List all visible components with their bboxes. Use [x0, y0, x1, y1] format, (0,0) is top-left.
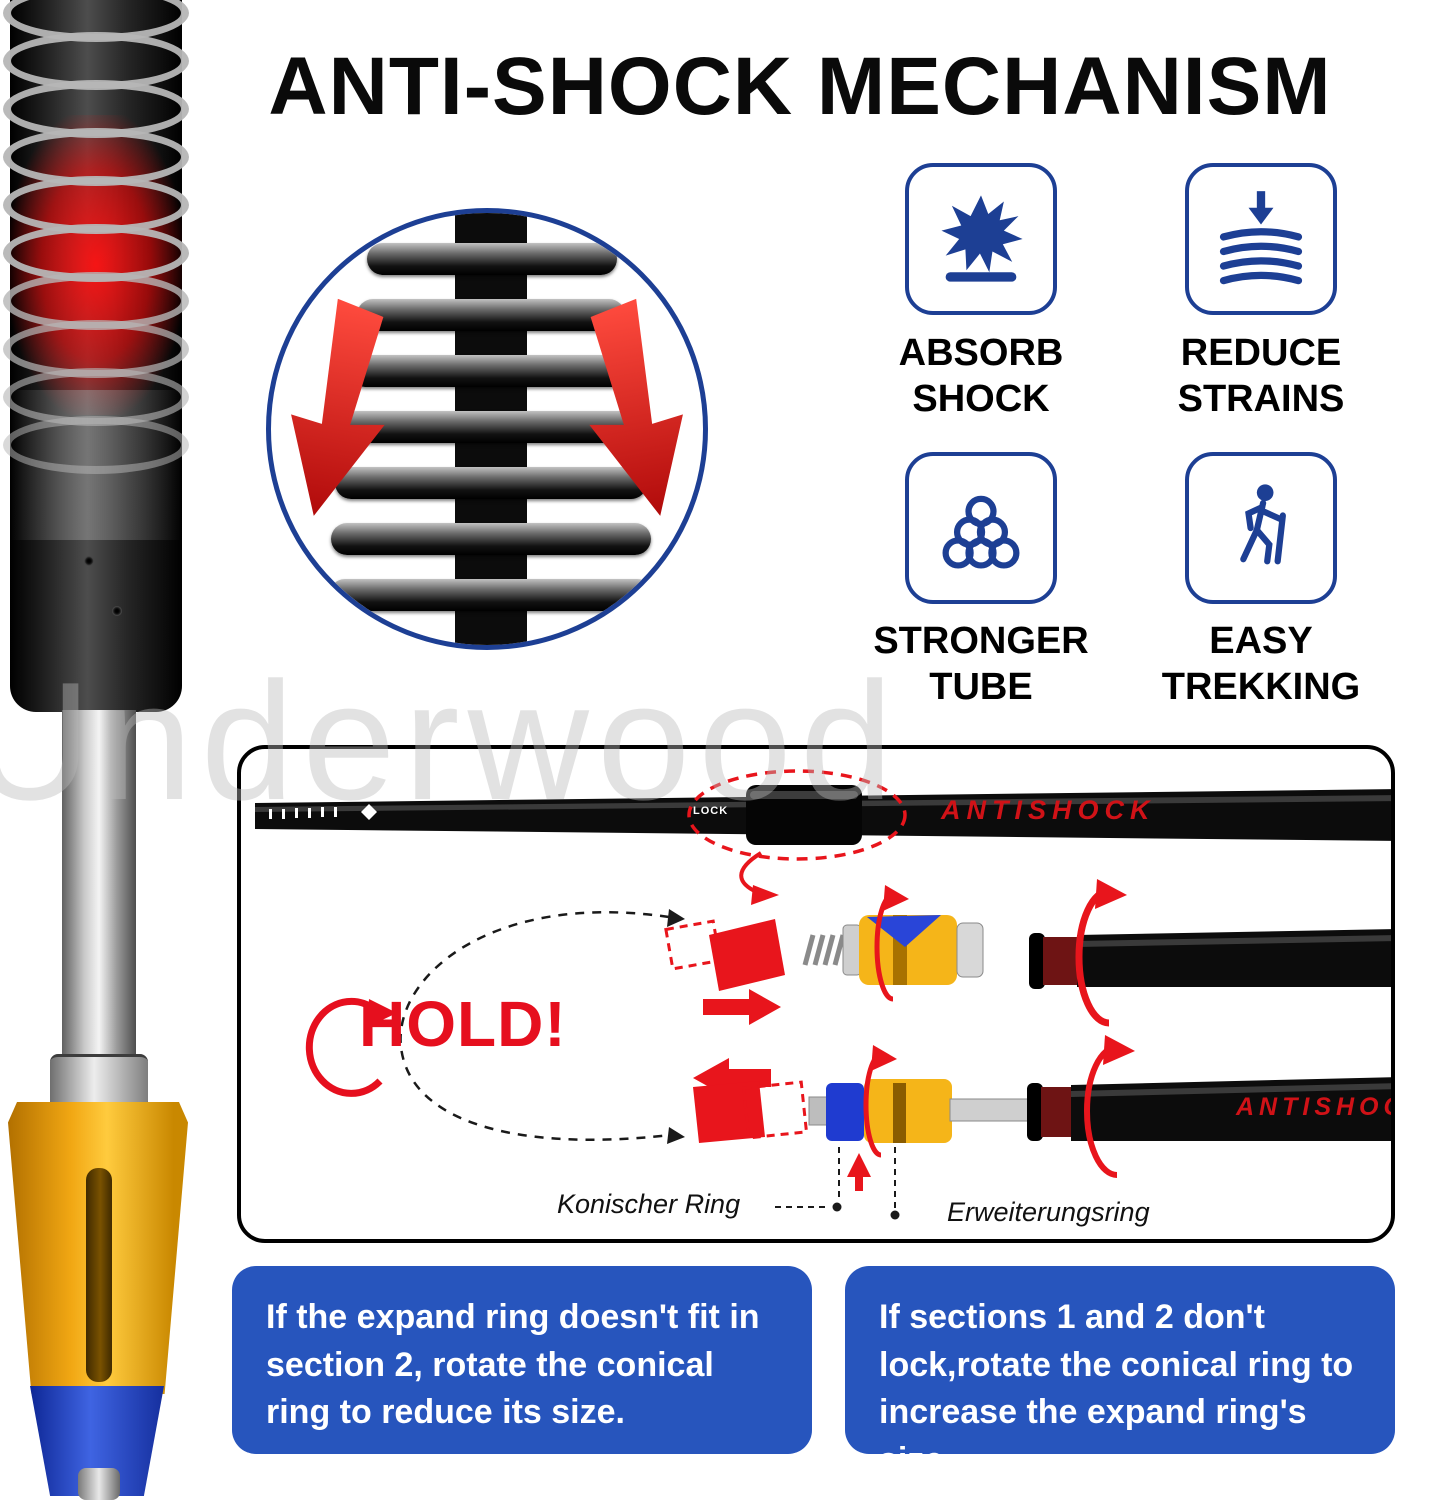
- pole-section-upper: [1029, 929, 1391, 989]
- zoom-coil: [367, 243, 617, 275]
- burst-icon: [941, 195, 1023, 282]
- rotate-arrow-assembly-upper: [874, 885, 909, 1002]
- expand-ring-label: Erweiterungsring: [947, 1197, 1150, 1227]
- rotate-arrow-assembly-lower: [863, 1045, 897, 1158]
- zoom-coil: [349, 355, 633, 387]
- feature-box-stronger-tube: [905, 452, 1057, 604]
- hold-rotate-arrow: [305, 997, 397, 1097]
- zoom-coil: [341, 411, 641, 443]
- note-increase-size: If sections 1 and 2 don't lock,rotate th…: [845, 1266, 1395, 1479]
- rivet: [84, 556, 94, 566]
- expander-assembly-lower: [808, 1079, 1037, 1143]
- pole-metal-shaft: [62, 710, 136, 1068]
- feature-label-easy-trekking: EASY TREKKING: [1161, 620, 1361, 709]
- feature-box-absorb-shock: [905, 163, 1057, 315]
- compress-layers-icon: [1219, 191, 1303, 285]
- dashed-guide-loop: [399, 909, 685, 1144]
- rotate-hint-arrow-top: [739, 851, 779, 905]
- note-reduce-size: If the expand ring doesn't fit in sectio…: [232, 1266, 812, 1454]
- trekking-pole-photo: [0, 0, 235, 1500]
- label-leader-lines: [775, 1147, 900, 1220]
- feature-box-reduce-strains: [1185, 163, 1337, 315]
- feature-box-easy-trekking: [1185, 452, 1337, 604]
- conical-ring-lower: [693, 1058, 809, 1143]
- lock-label: LOCK: [693, 805, 729, 817]
- hiker-icon: [1240, 484, 1286, 565]
- rotate-arrow-pole-upper: [1075, 879, 1127, 1027]
- lock-highlight-dashed-ellipse: [687, 769, 907, 861]
- zoom-coil: [335, 467, 647, 499]
- pole-section-lower: [1027, 1077, 1391, 1141]
- panel-diagram: [255, 769, 1391, 1220]
- zoom-coil: [357, 299, 625, 331]
- pole-metal-collar: [50, 1054, 148, 1108]
- pole-brand-text-lower: ANTISHOCK: [1236, 1093, 1391, 1121]
- red-down-arrow-right: [589, 298, 683, 516]
- zoom-coil: [329, 579, 653, 611]
- stacked-tubes-icon: [942, 495, 1020, 569]
- zoom-coil: [331, 523, 651, 555]
- small-up-arrow: [847, 1153, 871, 1191]
- feature-label-absorb-shock: ABSORB SHOCK: [898, 332, 1064, 421]
- pole-tip: [78, 1468, 120, 1500]
- red-down-arrow-left: [291, 298, 385, 516]
- rivet: [112, 606, 122, 616]
- feature-label-reduce-strains: REDUCE STRAINS: [1177, 332, 1345, 421]
- spring-zoom-circle: [266, 208, 708, 650]
- spring-coil: [3, 416, 189, 474]
- page-title: ANTI-SHOCK MECHANISM: [268, 41, 1332, 132]
- hold-annotation: HOLD!: [359, 988, 567, 1060]
- conical-ring-label: Konischer Ring: [557, 1189, 741, 1219]
- rotate-arrow-pole-lower: [1084, 1035, 1135, 1178]
- expander-assembly-upper: [802, 915, 984, 985]
- locking-instructions-panel: LOCK ANTISHOCK ANTISHOCK HOLD! Konischer…: [237, 745, 1395, 1243]
- pole-brand-text: ANTISHOCK: [941, 795, 1156, 825]
- expander-slot: [86, 1168, 112, 1382]
- feature-label-stronger-tube: STRONGER TUBE: [873, 620, 1089, 709]
- conical-ring-upper: [664, 919, 785, 1025]
- horizontal-pole: [255, 785, 1391, 845]
